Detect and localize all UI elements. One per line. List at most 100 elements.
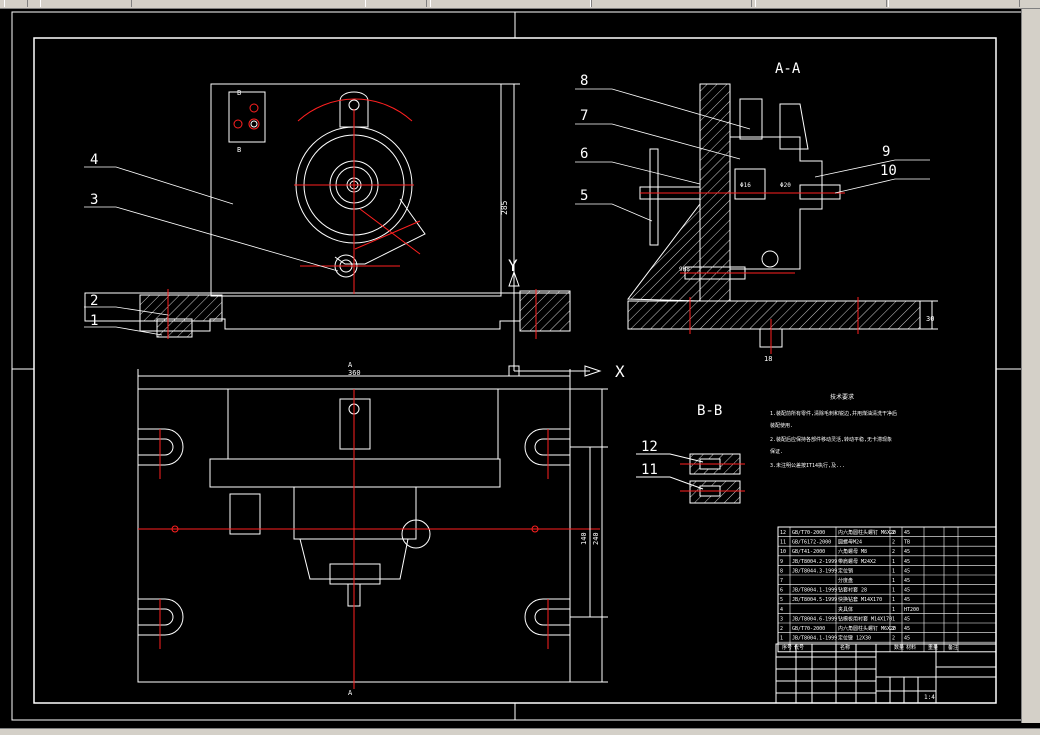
bom-cell: 45 (904, 597, 910, 603)
bom-cell: 45 (904, 530, 910, 536)
bom-header-cell: 数量 (894, 644, 904, 651)
section-bb-title: B-B (697, 403, 722, 419)
bom-cell: 10 (780, 549, 786, 555)
ucs-y-label: Y (508, 256, 518, 275)
marker-b-top: B (237, 89, 241, 97)
bom-header-cell: 名称 (840, 644, 850, 651)
callout-1: 1 (90, 313, 98, 329)
dim-30: 30 (926, 315, 934, 323)
bom-cell: 2 (780, 626, 783, 632)
bom-cell: GB/T70-2000 (792, 626, 825, 632)
callout-11: 11 (641, 462, 658, 478)
tech-req-line-3: 2.装配后应保持各部件移动灵活,转动平稳,无卡滞现象 (770, 436, 892, 443)
dim-140: 140 (580, 532, 588, 545)
bom-cell: 3 (780, 616, 783, 622)
lineweight-dropdown[interactable] (755, 0, 887, 7)
bom-cell: 12 (780, 530, 786, 536)
bom-cell: 1 (892, 616, 895, 622)
bom-cell: 1 (892, 568, 895, 574)
scale-note: 1:4 (924, 694, 935, 701)
bom-cell: 钻套衬套 28 (838, 587, 867, 594)
bom-cell: TB (904, 540, 910, 546)
marker-a-top: A (348, 361, 353, 369)
bom-cell: 1 (892, 588, 895, 594)
status-bar (0, 728, 1040, 735)
color-dropdown[interactable] (430, 0, 592, 7)
bom-cell: 2 (892, 540, 895, 546)
tech-requirements: 技术要求 1.装配前所有零件,清除毛刺和锐边,并用煤油清洗干净后 装配使用. 2… (770, 393, 897, 469)
bom-cell: GB/T6172-2000 (792, 540, 831, 546)
bom-header-cell: 代号 (794, 644, 804, 651)
bom-cell: 内六角圆柱头螺钉 M6X20 (838, 625, 896, 632)
bom-cell: 定位销 (838, 567, 853, 574)
tech-req-line-1: 1.装配前所有零件,清除毛刺和锐边,并用煤油清洗干净后 (770, 410, 897, 417)
dim-240: 240 (592, 532, 600, 545)
bom-header-cell: 序号 (782, 644, 792, 651)
bom-cell: 夹具体 (838, 606, 853, 613)
bom-cell: 45 (904, 559, 910, 565)
bom-header-cell: 重量 (928, 644, 938, 651)
dim-285: 285 (500, 200, 509, 215)
bom-cell: 1 (892, 607, 895, 613)
bom-cell: 圆螺母M24 (838, 539, 862, 546)
bom-cell: JB/T8004.5-1999 (792, 597, 837, 603)
section-bb-view (636, 453, 745, 504)
ucs-x-label: X (615, 362, 625, 381)
callout-4: 4 (90, 152, 98, 168)
bom-cell: 9 (780, 559, 783, 565)
linetype-dropdown[interactable] (590, 0, 752, 7)
bom-cell: JB/T8044.3-1999 (792, 568, 837, 574)
bom-cell: 8 (780, 568, 783, 574)
callout-10: 10 (880, 163, 897, 179)
bom-cell: 1 (892, 578, 895, 584)
section-aa-leaders (575, 88, 930, 222)
bom-cell: 45 (904, 549, 910, 555)
marker-a-bottom: A (348, 689, 353, 697)
tech-req-line-5: 3.未注明公差按IT14执行,及... (770, 462, 845, 469)
bom-cell: 45 (904, 588, 910, 594)
tech-req-title: 技术要求 (830, 393, 854, 401)
bom-cell: 4 (780, 607, 783, 613)
marker-b-bottom: B (237, 146, 241, 154)
bom-cell: 2 (892, 530, 895, 536)
callout-3: 3 (90, 192, 98, 208)
drawing-canvas[interactable]: 285 B B 4 3 2 1 Y X A-A (0, 9, 1040, 729)
bom-cell: 2 (892, 626, 895, 632)
bom-cell: HT200 (904, 607, 919, 613)
ucs-icon (508, 270, 602, 377)
dim-18: 18 (764, 355, 772, 363)
bom-cell: 1 (892, 559, 895, 565)
bom-cell: GB/T41-2000 (792, 549, 825, 555)
tech-req-line-4: 保证. (770, 448, 783, 455)
toolbar (0, 0, 1040, 9)
toolbar-button-2[interactable] (40, 0, 132, 7)
bom-cell: JB/T8004.1-1999 (792, 636, 837, 642)
bom-cell: 2 (892, 636, 895, 642)
bom-cell: 45 (904, 616, 910, 622)
bom-cell: 7 (780, 578, 783, 584)
plotstyle-dropdown[interactable] (888, 0, 1020, 7)
bom-cell: 1 (780, 636, 783, 642)
dim-360: 360 (348, 369, 361, 377)
bom-cell: 5 (780, 597, 783, 603)
layer-dropdown[interactable] (365, 0, 427, 7)
bom-cell: JB/T8004.1-1999 (792, 588, 837, 594)
bom-cell: GB/T70-2000 (792, 530, 825, 536)
top-view (137, 369, 608, 689)
callout-5: 5 (580, 188, 588, 204)
callout-2: 2 (90, 293, 98, 309)
bom-cell: 定位键 12X30 (838, 635, 871, 642)
bom-cell: 分度盘 (838, 577, 853, 584)
dim-9h8: 9H8 (679, 266, 690, 273)
callout-6: 6 (580, 146, 588, 162)
title-block (775, 643, 997, 704)
bom-cell: 45 (904, 568, 910, 574)
toolbar-button-1[interactable] (4, 0, 28, 7)
bom-cell: 内六角圆柱头螺钉 M6X20 (838, 529, 896, 536)
front-view (84, 83, 571, 339)
dim-phi16: Φ16 (740, 182, 751, 189)
bom-cell: 45 (904, 636, 910, 642)
bom-cell: 六角螺母 M8 (838, 548, 867, 555)
vertical-scrollbar[interactable] (1021, 9, 1040, 723)
bom-cell: 带肩螺母 M24X2 (838, 558, 876, 565)
